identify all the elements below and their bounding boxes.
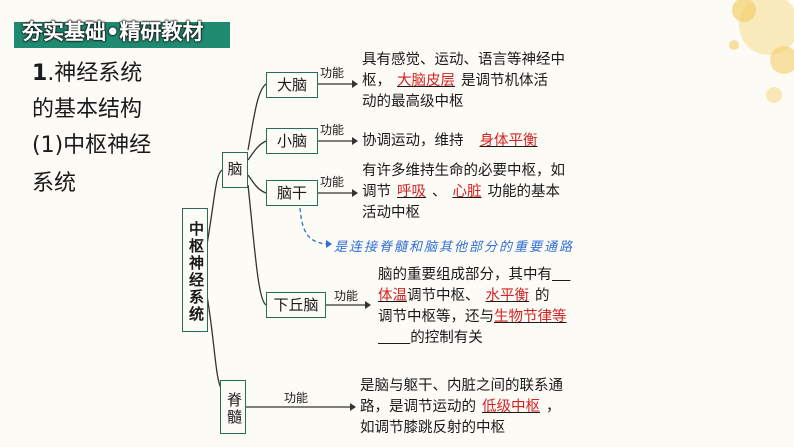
brainstem-note: 是连接脊髓和脑其他部分的重要通路 bbox=[334, 240, 575, 255]
function-label: 功能 bbox=[320, 123, 345, 137]
cerebellum-node: 小脑 bbox=[266, 128, 318, 154]
heading-line4: 系统 bbox=[32, 171, 77, 196]
function-label: 功能 bbox=[284, 391, 309, 405]
answer-blank: 呼吸 bbox=[397, 184, 426, 200]
function-label: 功能 bbox=[334, 289, 359, 303]
heading-line3: (1)中枢神经 bbox=[32, 133, 152, 158]
answer-blank: 大脑皮层 bbox=[397, 73, 455, 89]
answer-blank: 体温 bbox=[378, 288, 407, 304]
heading-line1: 1.神经系统 bbox=[32, 61, 143, 86]
answer-blank: 生物节律等 bbox=[494, 309, 567, 325]
cerebrum-node: 大脑 bbox=[266, 72, 318, 98]
cerebellum-description: 协调运动，维持身体平衡 bbox=[362, 131, 554, 152]
answer-blank: 低级中枢 bbox=[482, 399, 540, 415]
spinal-description: 是脑与躯干、内脏之间的联系通 路，是调节运动的低级中枢， 如调节膝跳反射的中枢 bbox=[360, 378, 563, 436]
flower-decoration bbox=[729, 0, 794, 103]
spinal-node: 脊髓 bbox=[220, 380, 246, 434]
brainstem-description: 有许多维持生命的必要中枢，如 调节呼吸、心脏功能的基本 活动中枢 bbox=[362, 163, 565, 221]
hypothalamus-node: 下丘脑 bbox=[266, 292, 326, 318]
answer-blank: 身体平衡 bbox=[479, 133, 538, 149]
hypothalamus-description: 脑的重要组成部分，其中有 体温调节中枢、水平衡的 调节中枢等，还与生物节律等 的… bbox=[378, 267, 567, 346]
root-node: 中枢神经系统 bbox=[182, 208, 208, 332]
cerebrum-description: 具有感觉、运动、语言等神经中 枢，大脑皮层是调节机体活 动的最高级中枢 bbox=[362, 52, 565, 110]
answer-blank: 水平衡 bbox=[485, 288, 530, 304]
brain-node: 脑 bbox=[222, 152, 248, 188]
answer-blank: 心脏 bbox=[452, 184, 482, 200]
heading-line2: 的基本结构 bbox=[32, 97, 143, 122]
function-label: 功能 bbox=[320, 66, 345, 80]
function-label: 功能 bbox=[320, 175, 345, 189]
brainstem-node: 脑干 bbox=[266, 180, 318, 206]
section-title: 夯实基础•精研教材 bbox=[22, 20, 204, 44]
section-banner bbox=[14, 22, 230, 48]
